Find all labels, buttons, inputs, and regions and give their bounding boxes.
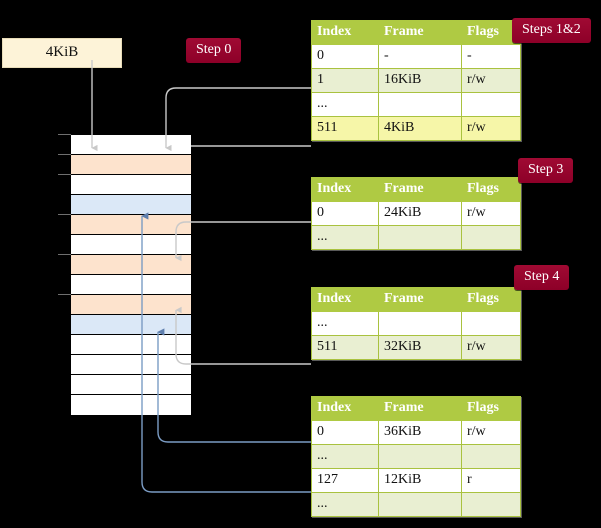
step-badge-step4: Step 4 — [514, 265, 570, 290]
table-row: ... — [311, 492, 521, 517]
table-cell-flags: r/w — [461, 201, 521, 226]
table-row: ... — [311, 92, 521, 117]
table-cell-frame — [378, 444, 462, 469]
column-header-index: Index — [311, 396, 379, 421]
step-badge-steps12: Steps 1&2 — [512, 18, 591, 43]
memory-boundary-tick — [58, 254, 71, 255]
table-cell-frame: 16KiB — [378, 68, 462, 93]
memory-frame-row — [71, 295, 191, 315]
memory-frame-row — [71, 375, 191, 395]
table-cell-flags — [461, 92, 521, 117]
memory-boundary-tick — [58, 154, 71, 155]
memory-frame-row — [71, 195, 191, 215]
table-cell-index: ... — [311, 444, 379, 469]
table-row: 0-- — [311, 44, 521, 69]
table-cell-index: 0 — [311, 420, 379, 445]
table-cell-flags — [461, 311, 521, 336]
table-cell-flags: r/w — [461, 116, 521, 141]
memory-boundary-tick — [58, 174, 71, 175]
table-cell-index: 127 — [311, 468, 379, 493]
wire-step3 — [175, 221, 311, 262]
table-cell-flags — [461, 225, 521, 250]
column-header-flags: Flags — [461, 396, 521, 421]
table-cell-frame — [378, 225, 462, 250]
memory-frame-row — [71, 335, 191, 355]
table-row: ... — [311, 444, 521, 469]
column-header-frame: Frame — [378, 396, 462, 421]
table-cell-frame — [378, 92, 462, 117]
table-cell-index: ... — [311, 225, 379, 250]
column-header-frame: Frame — [378, 20, 462, 45]
frame-label-box: 4KiB — [2, 38, 122, 68]
table-cell-flags — [461, 492, 521, 517]
memory-frame-row — [71, 215, 191, 235]
column-header-index: Index — [311, 20, 379, 45]
column-header-flags: Flags — [461, 177, 521, 202]
wire-step4 — [175, 306, 311, 365]
column-header-flags: Flags — [461, 287, 521, 312]
memory-boundary-tick — [58, 294, 71, 295]
step-badge-step3: Step 3 — [518, 158, 574, 183]
column-header-frame: Frame — [378, 287, 462, 312]
physical-memory-column — [70, 134, 191, 415]
memory-frame-row — [71, 395, 191, 415]
memory-boundary-tick — [58, 134, 71, 135]
table-row: ... — [311, 311, 521, 336]
table-cell-flags: r — [461, 468, 521, 493]
memory-boundary-tick — [58, 214, 71, 215]
table-cell-index: 1 — [311, 68, 379, 93]
memory-frame-row — [71, 255, 191, 275]
table-cell-frame: 24KiB — [378, 201, 462, 226]
table-cell-frame — [378, 311, 462, 336]
table-cell-index: ... — [311, 492, 379, 517]
table-cell-index: ... — [311, 92, 379, 117]
table-cell-flags — [461, 444, 521, 469]
table-cell-frame: 32KiB — [378, 335, 462, 360]
table-cell-flags: r/w — [461, 420, 521, 445]
memory-frame-row — [71, 135, 191, 155]
table-cell-frame: 12KiB — [378, 468, 462, 493]
memory-frame-row — [71, 275, 191, 295]
table-cell-flags: - — [461, 44, 521, 69]
column-header-index: Index — [311, 287, 379, 312]
table-cell-frame: 4KiB — [378, 116, 462, 141]
column-header-index: Index — [311, 177, 379, 202]
table-cell-index: 0 — [311, 44, 379, 69]
table-row: ... — [311, 225, 521, 250]
memory-frame-row — [71, 175, 191, 195]
table-cell-index: 0 — [311, 201, 379, 226]
column-header-frame: Frame — [378, 177, 462, 202]
memory-frame-row — [71, 315, 191, 335]
memory-frame-row — [71, 155, 191, 175]
memory-frame-row — [71, 235, 191, 255]
table-cell-frame — [378, 492, 462, 517]
table-cell-index: ... — [311, 311, 379, 336]
table-cell-frame: - — [378, 44, 462, 69]
table-cell-index: 511 — [311, 116, 379, 141]
memory-frame-row — [71, 355, 191, 375]
step-badge-step0: Step 0 — [186, 38, 242, 63]
table-cell-flags: r/w — [461, 68, 521, 93]
table-cell-index: 511 — [311, 335, 379, 360]
table-cell-flags: r/w — [461, 335, 521, 360]
table-cell-frame: 36KiB — [378, 420, 462, 445]
